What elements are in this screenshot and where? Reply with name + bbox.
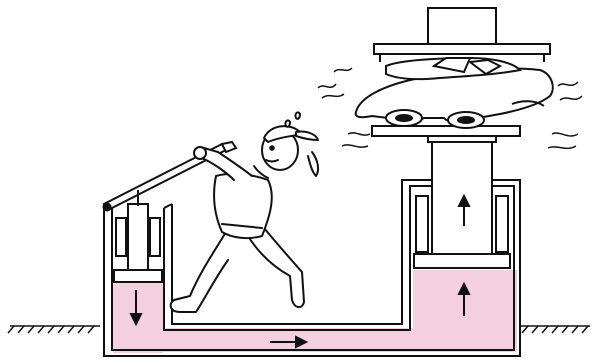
ground-left (8, 326, 100, 333)
ground-right (520, 326, 590, 333)
worker-pumping (171, 112, 318, 312)
large-piston (372, 126, 520, 268)
top-press-plate (374, 8, 550, 62)
car-being-crushed (356, 58, 553, 128)
small-piston (114, 204, 162, 282)
